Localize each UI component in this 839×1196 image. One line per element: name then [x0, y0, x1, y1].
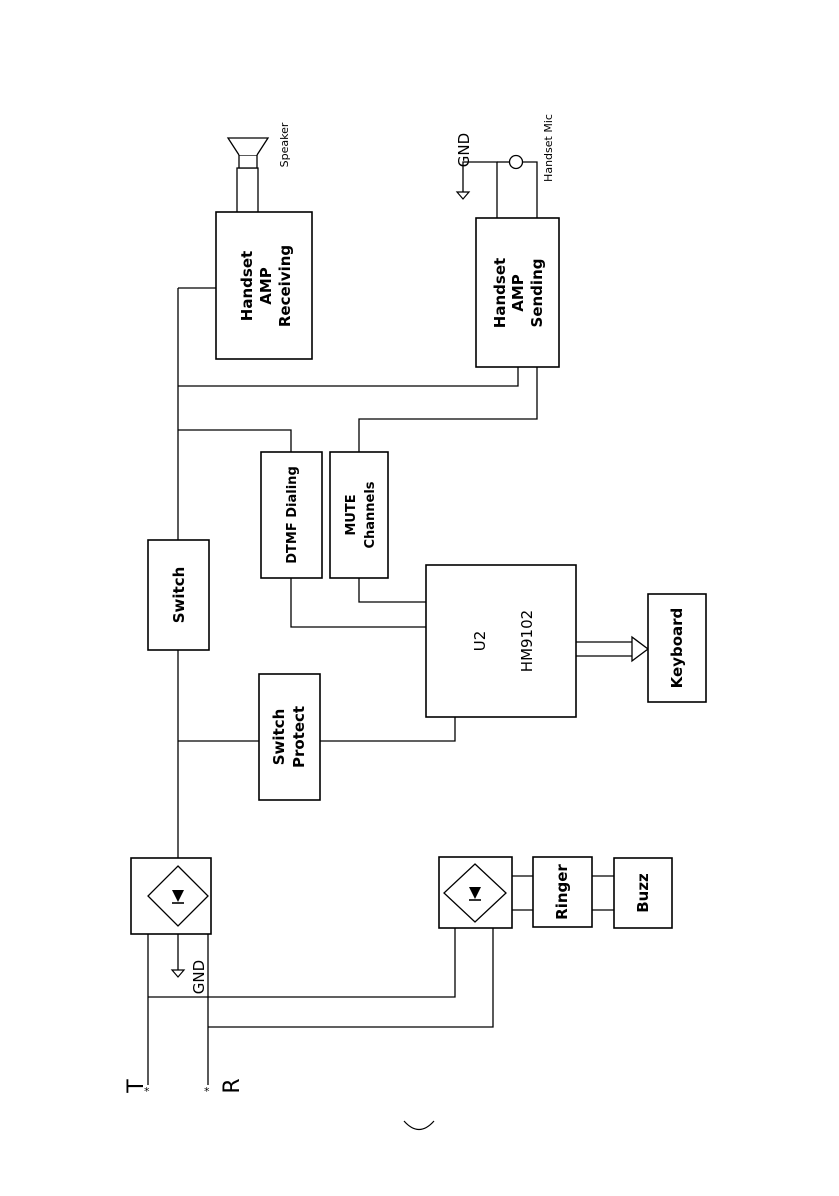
mute-line-2: Channels	[363, 481, 378, 548]
receiving-line-1: Handset	[238, 251, 256, 321]
sending-line-1: Handset	[491, 258, 509, 328]
ring-terminal-dot: *	[204, 1085, 210, 1098]
sending-amp-block: Handset AMP Sending	[476, 218, 559, 367]
switch-protect-line-1: Switch	[270, 709, 288, 766]
wire-mute-top	[359, 367, 537, 452]
mic-lead-left	[463, 162, 497, 218]
bridge2-ringer	[512, 876, 533, 910]
ringer-label: Ringer	[553, 864, 571, 920]
switch-protect-line-2: Protect	[290, 706, 308, 768]
receiving-line-3: Receiving	[276, 245, 294, 327]
switch-label: Switch	[170, 567, 188, 624]
mute-line-1: MUTE	[344, 494, 359, 535]
mute-channels-block: MUTE Channels	[330, 452, 388, 578]
switch-protect-block: Switch Protect	[259, 674, 320, 800]
speaker-icon	[228, 138, 268, 168]
wire-dtmf-top	[178, 430, 291, 452]
ground-icon-top	[457, 192, 469, 199]
wire-sending	[178, 367, 518, 386]
speaker-label: Speaker	[278, 122, 291, 167]
wire-protect-u2	[320, 717, 455, 741]
gnd-top-label: GND	[455, 133, 473, 167]
buzz-label: Buzz	[634, 873, 652, 913]
handset-mic-label: Handset Mic	[542, 114, 555, 182]
u2-label: U2	[471, 631, 489, 652]
ringer-buzz	[592, 876, 614, 910]
ring-label: R	[220, 1078, 245, 1093]
dtmf-dialing-block: DTMF Dialing	[261, 452, 322, 578]
ring-to-bridge2	[208, 928, 493, 1027]
u2-hm9102-block: U2 HM9102	[426, 565, 576, 717]
dtmf-label: DTMF Dialing	[285, 466, 300, 564]
hm9102-label: HM9102	[518, 610, 536, 672]
bridge-rectifier-2	[439, 857, 512, 928]
keyboard-label: Keyboard	[668, 608, 686, 689]
page-mark	[404, 1121, 434, 1130]
sending-line-2: AMP	[509, 274, 527, 312]
bridge-rectifier-1	[131, 858, 211, 934]
switch-block: Switch	[148, 540, 209, 650]
microphone-icon	[510, 156, 523, 169]
speaker-leads	[237, 168, 258, 212]
buzz-block: Buzz	[614, 858, 672, 928]
receiving-line-2: AMP	[257, 267, 275, 305]
tip-label: T	[124, 1079, 149, 1094]
ground-icon-bottom	[172, 970, 184, 977]
gnd-bottom-label: GND	[190, 960, 208, 994]
arrow-head	[632, 637, 648, 661]
receiving-amp-block: Handset AMP Receiving	[216, 212, 312, 359]
mic-lead-right	[523, 162, 537, 218]
wire-mute-u2	[359, 578, 426, 602]
keyboard-block: Keyboard	[648, 594, 706, 702]
sending-line-3: Sending	[528, 259, 546, 328]
ringer-block: Ringer	[533, 857, 592, 927]
